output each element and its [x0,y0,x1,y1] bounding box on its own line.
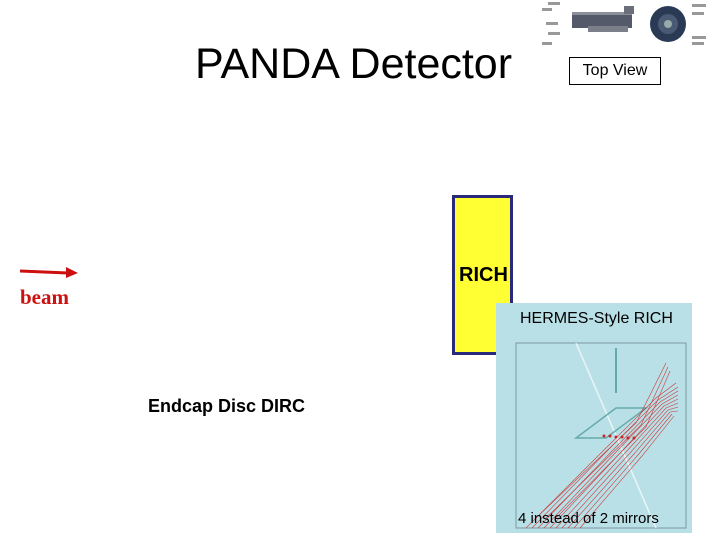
mirrors-caption: 4 instead of 2 mirrors [518,510,659,527]
endcap-disc-dirc-label: Endcap Disc DIRC [148,396,306,416]
hermes-rich-label: HERMES-Style RICH [520,310,673,327]
page-title: PANDA Detector [195,40,513,88]
beam-arrow-icon [20,267,78,278]
hermes-rich-panel [496,303,692,533]
top-view-label: Top View [569,57,661,85]
beam-label: beam [20,285,69,309]
rich-label: RICH [459,264,508,286]
hermes-ray-diagram [515,342,687,529]
detector-thumbnail-image [542,2,706,45]
